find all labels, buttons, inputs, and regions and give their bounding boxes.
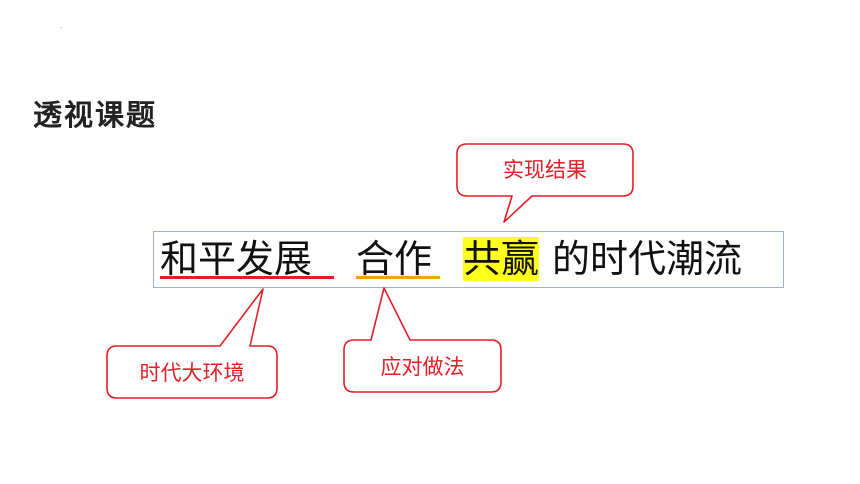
phrase-era-trend: 的时代潮流 — [552, 237, 743, 281]
callout-approach-label: 应对做法 — [380, 355, 465, 379]
callout-environment-label: 时代大环境 — [139, 361, 245, 385]
callout-environment-shape — [106, 288, 278, 399]
page-title: 透视课题 — [33, 98, 158, 132]
phrase-cooperation: 合作 — [356, 237, 433, 281]
callout-result-label: 实现结果 — [503, 158, 587, 182]
gold-underline — [356, 276, 440, 279]
callout-approach-shape — [343, 287, 502, 393]
phrase-win-win-highlighted: 共赢 — [463, 237, 540, 281]
red-underline — [160, 276, 334, 279]
phrase-peace-development: 和平发展 — [160, 237, 313, 281]
corner-mark: · — [60, 24, 63, 32]
callout-result-shape — [456, 143, 634, 223]
